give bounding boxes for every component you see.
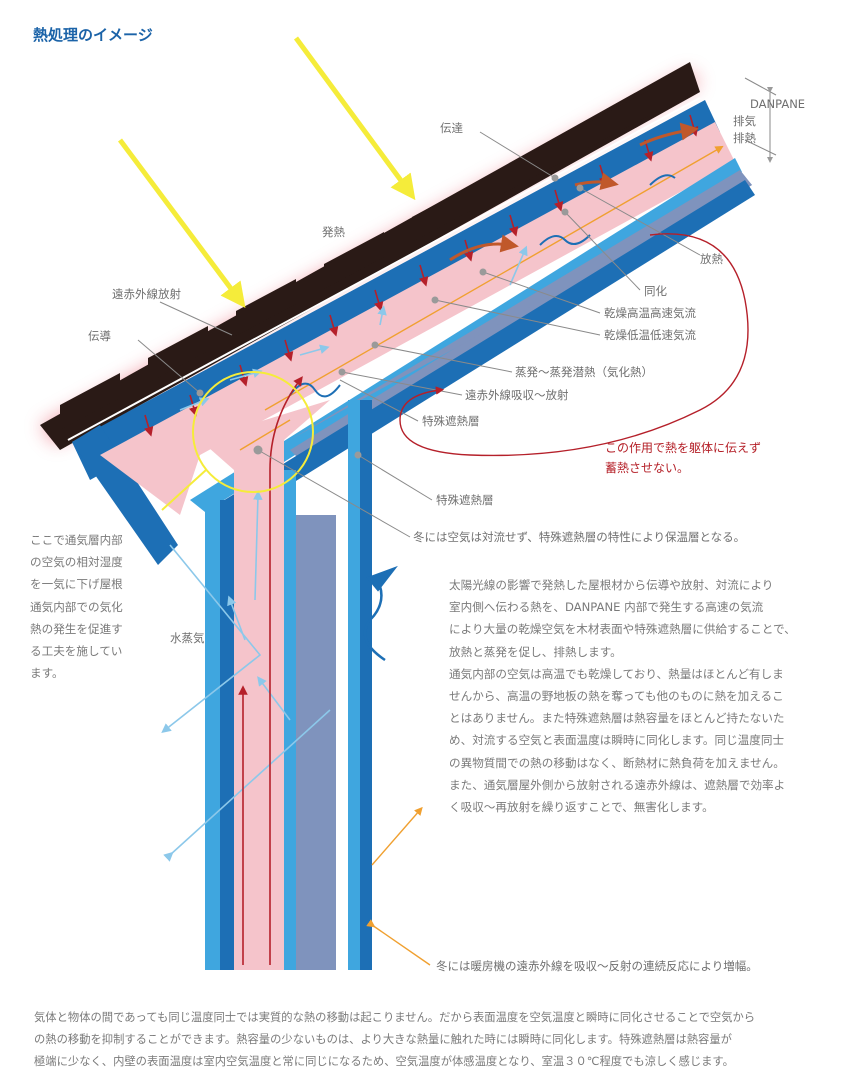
label-winter-heater: 冬には暖房機の遠赤外線を吸収～反射の連続反応により増幅。 <box>436 959 758 973</box>
main-line: また、通気層屋外側から放射される遠赤外線は、遮熱層で効率よ <box>449 777 786 792</box>
label-far-infrared-absorption: 遠赤外線吸収～放射 <box>465 388 569 402</box>
side-line: ここで通気層内部 <box>30 533 123 547</box>
main-line: め、対流する空気と表面温度は瞬時に同化します。同じ温度同士 <box>449 733 785 748</box>
vapor-waves <box>289 174 676 662</box>
underlayment <box>67 97 701 441</box>
label-special-layer-roof: 特殊遮熱層 <box>422 414 480 428</box>
label-dry-cool-fast-flow: 乾燥低温低速気流 <box>604 328 696 342</box>
label-dry-hot-fast-flow: 乾燥高温高速気流 <box>604 306 696 320</box>
main-line: 太陽光線の影響で発熱した屋根材から伝導や放射、対流により <box>449 578 774 592</box>
airflow-lines <box>239 145 724 451</box>
label-transfer: 伝達 <box>440 121 463 135</box>
label-heat-generation: 発熱 <box>322 225 345 239</box>
main-line: 通気内部の空気は高温でも乾燥しており、熱量はほとんど有しま <box>449 666 784 681</box>
label-exhaust-air: 排気 <box>733 114 756 128</box>
main-line: 室内側へ伝わる熱を、DANPANE 内部で発生する高速の気流 <box>449 600 764 615</box>
vapor-arrows <box>161 245 528 862</box>
main-line: 放熱と蒸発を促し、排熱します。 <box>449 644 622 659</box>
main-line: く吸収～再放射を繰り返すことで、無害化します。 <box>449 800 714 815</box>
infrared-arrows <box>366 806 431 966</box>
bottom-line: の熱の移動を抑制することができます。熱容量の少ないものは、より大きな熱量に触れた… <box>34 1033 732 1046</box>
label-radiation-release: 放熱 <box>700 252 723 266</box>
corner-highlight <box>192 371 314 493</box>
bottom-explanation: 気体と物体の間であっても同じ温度同士では実質的な熱の移動は起こりません。だから表… <box>34 1007 755 1073</box>
label-special-layer-wall: 特殊遮熱層 <box>436 493 494 507</box>
bottom-line: 気体と物体の間であっても同じ温度同士では実質的な熱の移動は起こりません。だから表… <box>34 1011 756 1024</box>
roof-board-left-edge <box>72 425 178 565</box>
label-exhaust-heat: 排熱 <box>733 131 756 145</box>
red-note-line-1: この作用で熱を躯体に伝えず <box>605 440 761 455</box>
loop-arrow <box>399 233 749 457</box>
label-equalization: 同化 <box>644 284 667 298</box>
label-conduction: 伝導 <box>88 329 111 343</box>
main-line: せんから、高温の野地板の熱を奪っても他のものに熱を加えるこ <box>449 689 784 704</box>
highlight-leader <box>161 469 207 511</box>
air-layer-roof <box>100 122 735 515</box>
side-line: の空気の相対湿度 <box>30 555 123 570</box>
side-line: を一気に下げ屋根 <box>30 577 123 592</box>
wall-airflow <box>238 376 303 965</box>
side-line: る工夫を施してい <box>30 644 123 659</box>
label-winter-convection: 冬には空気は対流せず、特殊遮熱層の特性により保温層となる。 <box>413 530 745 544</box>
bottom-line: 極端に少なく、内壁の表面温度は室内空気温度と常に同じになるため、空気温度が体感温… <box>34 1055 734 1068</box>
label-water-vapor: 水蒸気 <box>170 631 205 645</box>
leader-dots <box>196 174 584 459</box>
label-evaporation-latent-heat: 蒸発～蒸発潜熱（気化熱） <box>515 365 653 379</box>
sun-ray-arrow <box>117 138 246 309</box>
main-line: の異物質間での熱の移動はなく、断熱材に熱負荷を加えません。 <box>449 755 785 770</box>
leader-lines <box>137 77 777 538</box>
red-note-line-2: 蓄熱させない。 <box>605 461 689 475</box>
main-line: とはありません。また特殊遮熱層は熱容量をほとんど持たないた <box>449 711 785 726</box>
hot-flow-arrows <box>449 122 699 262</box>
insulation-roof-body <box>290 170 752 440</box>
side-line: 通気内部での気化 <box>30 599 123 614</box>
side-explanation: ここで通気層内部 の空気の相対湿度 を一気に下げ屋根 通気内部での気化 熱の発生… <box>30 529 123 684</box>
label-danpane: DANPANE <box>750 97 805 111</box>
page-title: 熱処理のイメージ <box>33 26 153 44</box>
main-explanation: 太陽光線の影響で発熱した屋根材から伝導や放射、対流により 室内側へ伝わる熱を、D… <box>449 574 796 818</box>
label-far-infrared-radiation: 遠赤外線放射 <box>112 287 181 301</box>
roof-tiles <box>40 62 700 450</box>
side-line: ます。 <box>30 666 64 681</box>
sun-ray-arrow <box>293 36 416 201</box>
main-line: により大量の乾燥空気を木材表面や特殊遮熱層に供給することで、 <box>449 622 796 637</box>
side-line: 熱の発生を促進す <box>30 621 123 636</box>
